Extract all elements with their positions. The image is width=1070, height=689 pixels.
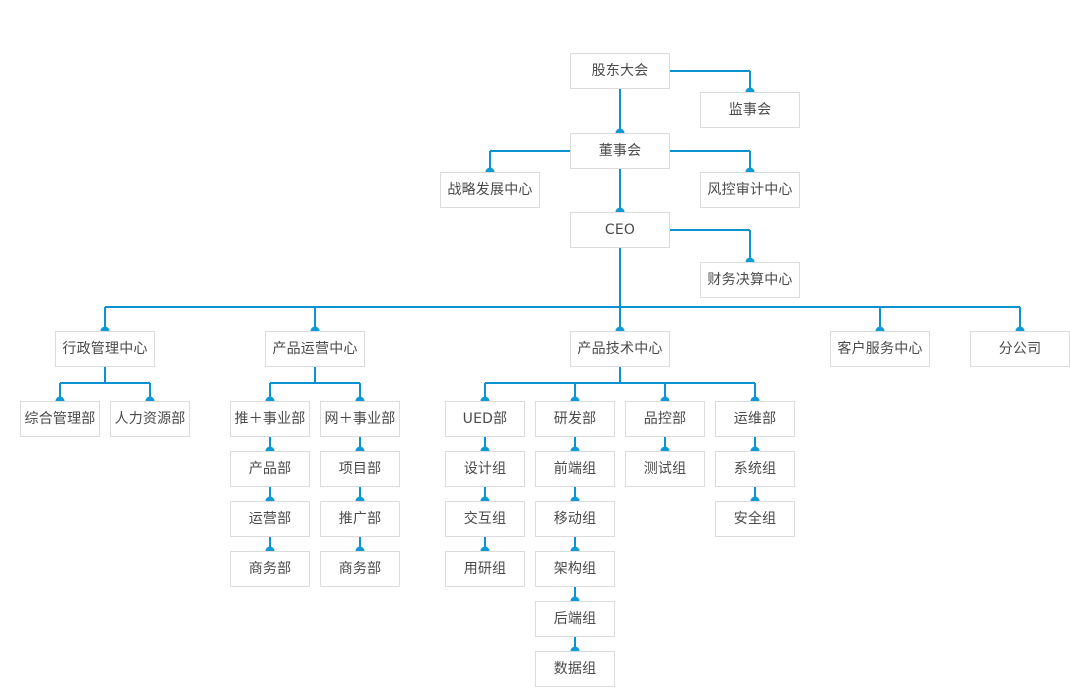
org-node-label: 产品运营中心 [272, 341, 358, 357]
org-node-label: CEO [604, 222, 636, 238]
org-node-ued_design[interactable]: 设计组 [445, 451, 525, 487]
org-node-prodtech[interactable]: 产品技术中心 [570, 331, 670, 367]
org-node-branch[interactable]: 分公司 [970, 331, 1070, 367]
org-node-label: 网＋事业部 [324, 411, 396, 427]
org-node-label: 移动组 [553, 511, 597, 527]
org-node-label: 分公司 [998, 341, 1042, 357]
org-node-ops_wang_biz[interactable]: 商务部 [320, 551, 400, 587]
org-node-ops_tui[interactable]: 推＋事业部 [230, 401, 310, 437]
org-node-ceo[interactable]: CEO [570, 212, 670, 248]
org-node-prodops[interactable]: 产品运营中心 [265, 331, 365, 367]
org-node-admin_hr[interactable]: 人力资源部 [110, 401, 190, 437]
org-node-label: 交互组 [463, 511, 507, 527]
org-node-admin_general[interactable]: 综合管理部 [20, 401, 100, 437]
org-node-rd_mobile[interactable]: 移动组 [535, 501, 615, 537]
org-node-label: 系统组 [733, 461, 777, 477]
org-node-ops_tui_biz[interactable]: 商务部 [230, 551, 310, 587]
org-node-ops_wang[interactable]: 网＋事业部 [320, 401, 400, 437]
org-node-ops_sec[interactable]: 安全组 [715, 501, 795, 537]
org-node-label: 风控审计中心 [707, 182, 793, 198]
org-node-ops_tui_ops[interactable]: 运营部 [230, 501, 310, 537]
org-node-ued[interactable]: UED部 [445, 401, 525, 437]
org-node-label: 人力资源部 [114, 411, 186, 427]
org-node-label: 测试组 [643, 461, 687, 477]
org-node-riskaudit[interactable]: 风控审计中心 [700, 172, 800, 208]
org-node-label: 战略发展中心 [447, 182, 533, 198]
org-node-label: 行政管理中心 [62, 341, 148, 357]
org-node-rd_front[interactable]: 前端组 [535, 451, 615, 487]
org-node-supervisors[interactable]: 监事会 [700, 92, 800, 128]
org-node-customer[interactable]: 客户服务中心 [830, 331, 930, 367]
org-node-board[interactable]: 董事会 [570, 133, 670, 169]
org-node-ued_inter[interactable]: 交互组 [445, 501, 525, 537]
org-node-label: 运维部 [733, 411, 777, 427]
org-node-label: 监事会 [728, 102, 772, 118]
org-node-qa[interactable]: 品控部 [625, 401, 705, 437]
org-node-label: 财务决算中心 [707, 272, 793, 288]
org-node-label: 商务部 [248, 561, 292, 577]
org-node-ued_research[interactable]: 用研组 [445, 551, 525, 587]
org-node-label: UED部 [462, 411, 508, 427]
org-node-label: 股东大会 [591, 63, 649, 79]
org-node-ops_tui_prod[interactable]: 产品部 [230, 451, 310, 487]
org-node-label: 董事会 [598, 143, 642, 159]
org-node-label: 后端组 [553, 611, 597, 627]
org-node-label: 用研组 [463, 561, 507, 577]
org-node-label: 运营部 [248, 511, 292, 527]
org-node-label: 数据组 [553, 661, 597, 677]
org-node-ops_maint[interactable]: 运维部 [715, 401, 795, 437]
org-node-finance[interactable]: 财务决算中心 [700, 262, 800, 298]
org-node-label: 商务部 [338, 561, 382, 577]
org-node-rd_arch[interactable]: 架构组 [535, 551, 615, 587]
org-node-qa_test[interactable]: 测试组 [625, 451, 705, 487]
org-node-admin[interactable]: 行政管理中心 [55, 331, 155, 367]
org-node-label: 项目部 [338, 461, 382, 477]
org-node-label: 客户服务中心 [837, 341, 923, 357]
org-node-label: 架构组 [553, 561, 597, 577]
org-node-label: 设计组 [463, 461, 507, 477]
org-node-label: 研发部 [553, 411, 597, 427]
org-node-label: 安全组 [733, 511, 777, 527]
org-node-label: 前端组 [553, 461, 597, 477]
org-node-shareholders[interactable]: 股东大会 [570, 53, 670, 89]
org-node-rd_data[interactable]: 数据组 [535, 651, 615, 687]
org-node-rd_back[interactable]: 后端组 [535, 601, 615, 637]
org-node-label: 推＋事业部 [234, 411, 306, 427]
org-node-label: 品控部 [643, 411, 687, 427]
org-node-strategy[interactable]: 战略发展中心 [440, 172, 540, 208]
org-node-ops_wang_proj[interactable]: 项目部 [320, 451, 400, 487]
org-node-label: 产品技术中心 [577, 341, 663, 357]
org-node-label: 产品部 [248, 461, 292, 477]
org-node-label: 综合管理部 [24, 411, 96, 427]
org-node-ops_wang_promo[interactable]: 推广部 [320, 501, 400, 537]
org-node-ops_sys[interactable]: 系统组 [715, 451, 795, 487]
org-node-rd[interactable]: 研发部 [535, 401, 615, 437]
org-node-label: 推广部 [338, 511, 382, 527]
